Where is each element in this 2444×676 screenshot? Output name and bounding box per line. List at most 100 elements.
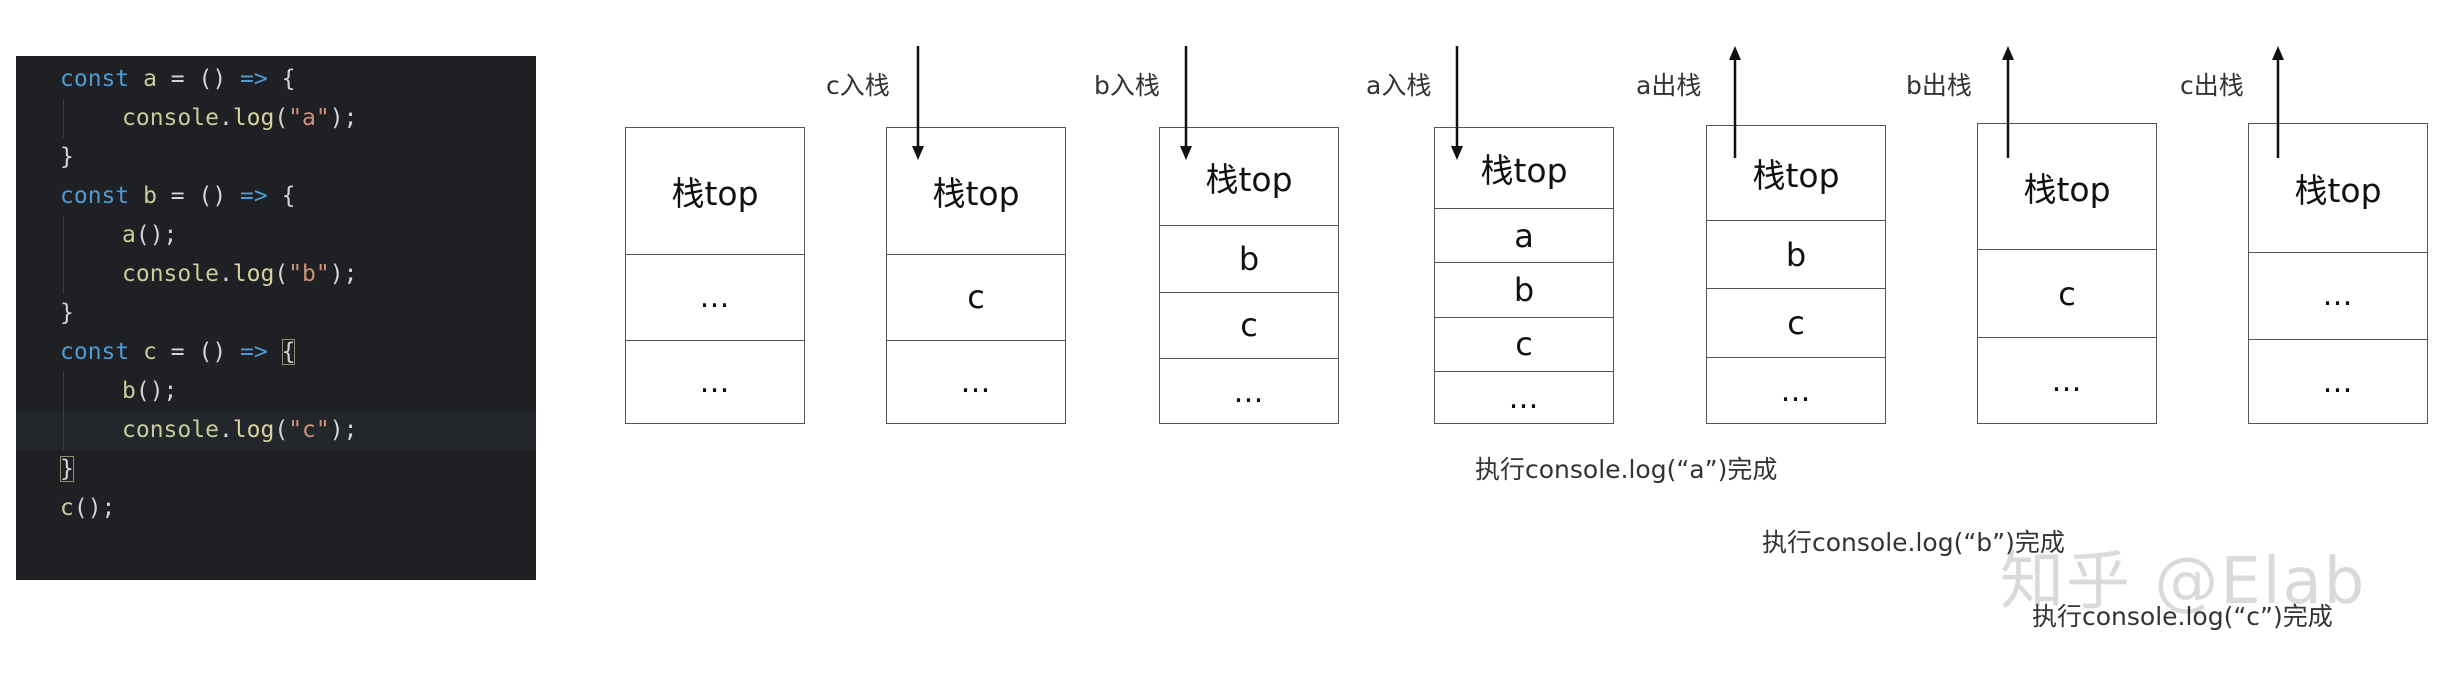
stack-cell: c bbox=[887, 254, 1065, 340]
code-token: ( bbox=[274, 261, 289, 287]
code-token: ); bbox=[329, 105, 358, 131]
code-token: const bbox=[60, 183, 144, 209]
stack-cell: … bbox=[887, 339, 1065, 426]
stack-cell: a bbox=[1435, 208, 1613, 262]
stack-op-label: a出栈 bbox=[1636, 71, 1702, 100]
code-line: } bbox=[16, 294, 536, 333]
stack-cell: … bbox=[2249, 338, 2427, 426]
code-text: console.log("c"); bbox=[122, 411, 357, 450]
code-text: const c = () => { bbox=[60, 333, 296, 372]
stack-top-cell: 栈top bbox=[2294, 171, 2382, 210]
code-line: b(); bbox=[16, 372, 536, 411]
code-token: => bbox=[240, 339, 268, 365]
stack-cell: … bbox=[2249, 252, 2427, 339]
code-editor-panel: const a = () => {console.log("a");}const… bbox=[16, 56, 536, 580]
code-token: { bbox=[267, 183, 296, 209]
pop-arrow-icon bbox=[2002, 46, 2014, 158]
code-text: c(); bbox=[60, 489, 115, 528]
code-token: . bbox=[218, 417, 233, 443]
code-token: b bbox=[143, 183, 157, 209]
code-line: console.log("c"); bbox=[16, 411, 536, 450]
stack-cell: b bbox=[1435, 262, 1613, 316]
code-line: const c = () => { bbox=[16, 333, 536, 372]
code-text: console.log("b"); bbox=[122, 255, 357, 294]
code-token: ( bbox=[274, 417, 289, 443]
stack-box: 栈top …… bbox=[625, 127, 805, 424]
stack-cell: c bbox=[1160, 291, 1338, 359]
code-token: = () bbox=[156, 66, 241, 92]
note-log-a-done: 执行console.log(“a”)完成 bbox=[1475, 455, 1778, 484]
code-token: console bbox=[122, 261, 219, 287]
code-token bbox=[268, 339, 282, 365]
code-token: const bbox=[60, 339, 144, 365]
push-arrow-icon bbox=[912, 46, 924, 160]
code-token: { bbox=[267, 66, 296, 92]
code-token: = () bbox=[156, 183, 241, 209]
code-token: console bbox=[122, 417, 219, 443]
code-token: => bbox=[240, 66, 268, 92]
indent-guide bbox=[63, 216, 64, 255]
code-text: } bbox=[60, 294, 74, 333]
indent-guide bbox=[63, 372, 64, 411]
code-token: { bbox=[281, 339, 296, 365]
code-token: "b" bbox=[288, 261, 330, 287]
code-text: console.log("a"); bbox=[122, 99, 357, 138]
code-text: } bbox=[60, 138, 74, 177]
stack-cell: … bbox=[1707, 356, 1885, 425]
code-line: } bbox=[16, 138, 536, 177]
code-token: const bbox=[60, 66, 144, 92]
code-token: a bbox=[143, 66, 157, 92]
code-line: } bbox=[16, 450, 536, 489]
code-token: log bbox=[232, 105, 275, 131]
stack-cell: … bbox=[626, 254, 804, 340]
stack-box: 栈top …… bbox=[2248, 123, 2428, 424]
code-token: log bbox=[232, 261, 275, 287]
code-token: console bbox=[122, 105, 219, 131]
indent-guide bbox=[63, 99, 64, 138]
stack-top-cell: 栈top bbox=[1752, 156, 1840, 195]
stack-cell: … bbox=[1435, 370, 1613, 425]
stack-cell: … bbox=[626, 339, 804, 426]
code-token: . bbox=[218, 261, 233, 287]
code-token: ); bbox=[329, 261, 358, 287]
code-token: ); bbox=[329, 417, 358, 443]
stack-op-label: a入栈 bbox=[1366, 71, 1432, 100]
indent-guide bbox=[63, 255, 64, 294]
stack-op-label: b入栈 bbox=[1094, 71, 1160, 100]
pop-arrow-icon bbox=[2272, 46, 2284, 158]
code-token: = () bbox=[156, 339, 241, 365]
stack-cell: … bbox=[1160, 358, 1338, 425]
code-token: log bbox=[232, 417, 275, 443]
stack-cell: c bbox=[1707, 288, 1885, 356]
code-line: const a = () => { bbox=[16, 60, 536, 99]
pop-arrow-icon bbox=[1729, 46, 1741, 158]
code-token: } bbox=[60, 144, 74, 170]
code-token: b bbox=[122, 378, 136, 404]
stack-top-cell: 栈top bbox=[2023, 169, 2111, 209]
code-token: } bbox=[60, 300, 74, 326]
stack-box: 栈top c… bbox=[1977, 123, 2157, 424]
code-token: => bbox=[240, 183, 268, 209]
stack-op-label: c出栈 bbox=[2180, 71, 2244, 100]
code-token: (); bbox=[73, 495, 116, 521]
code-token: (); bbox=[135, 222, 178, 248]
note-log-c-done: 执行console.log(“c”)完成 bbox=[2032, 602, 2333, 631]
push-arrow-icon bbox=[1451, 46, 1463, 160]
code-line: a(); bbox=[16, 216, 536, 255]
code-line: const b = () => { bbox=[16, 177, 536, 216]
stack-cell: c bbox=[1978, 249, 2156, 337]
stack-cell: b bbox=[1707, 220, 1885, 288]
stack-cell: … bbox=[1978, 337, 2156, 425]
indent-guide bbox=[63, 411, 64, 450]
code-line: console.log("b"); bbox=[16, 255, 536, 294]
code-token: . bbox=[218, 105, 233, 131]
code-line: console.log("a"); bbox=[16, 99, 536, 138]
code-token: ( bbox=[274, 105, 289, 131]
code-text: const a = () => { bbox=[60, 60, 295, 99]
stack-top-cell: 栈top bbox=[1205, 159, 1293, 199]
push-arrow-icon bbox=[1180, 46, 1192, 160]
stack-cell: b bbox=[1160, 225, 1338, 292]
stack-top-cell: 栈top bbox=[671, 174, 759, 213]
code-text: } bbox=[60, 450, 74, 489]
